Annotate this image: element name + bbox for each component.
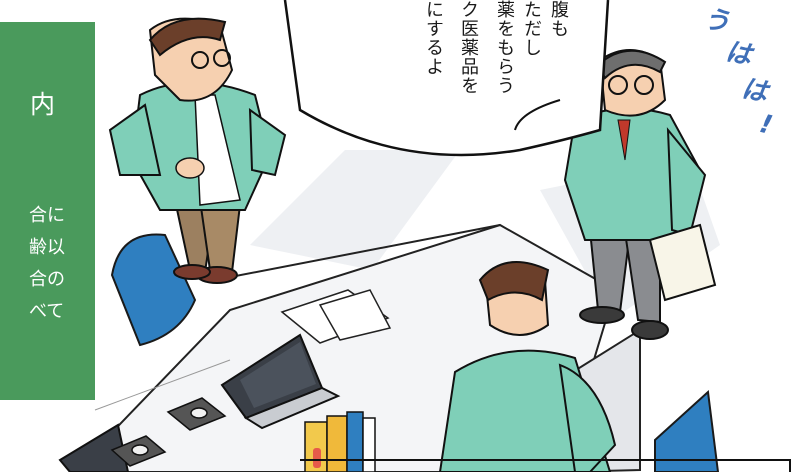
- office-chair-right: [654, 389, 720, 472]
- panel-line: 合の: [29, 269, 65, 290]
- speech-tail: [514, 99, 561, 131]
- bubble-line: にするよ: [423, 0, 444, 76]
- computer-mouse-2: [131, 444, 149, 456]
- handbook: [648, 223, 717, 302]
- panel-line: 合に: [29, 205, 65, 226]
- bubble-line: ただし: [521, 0, 542, 57]
- panel-line: 齢以: [29, 237, 65, 258]
- paper-sheet-2: [318, 289, 392, 341]
- floor-shadow: [250, 150, 460, 270]
- laptop-center: [220, 333, 341, 430]
- speech-bubble: [283, 0, 610, 157]
- bubble-line: ク医薬品を: [458, 0, 479, 95]
- binders: [304, 411, 376, 472]
- office-chair-left: [110, 233, 197, 347]
- panel-body: 合に 齢以 合の べて: [29, 200, 95, 328]
- computer-mouse: [190, 407, 208, 419]
- man-seated: [438, 261, 617, 472]
- panel-line: べて: [29, 301, 65, 322]
- caption-box-edge: [300, 459, 791, 472]
- bubble-line: 腹も: [548, 0, 569, 38]
- panel-heading: 内: [30, 90, 56, 119]
- laptop-left: [58, 423, 130, 472]
- man-left: [108, 17, 287, 284]
- info-panel: 内 合に 齢以 合の べて: [0, 22, 95, 400]
- bubble-line: 薬をもらう: [494, 0, 515, 95]
